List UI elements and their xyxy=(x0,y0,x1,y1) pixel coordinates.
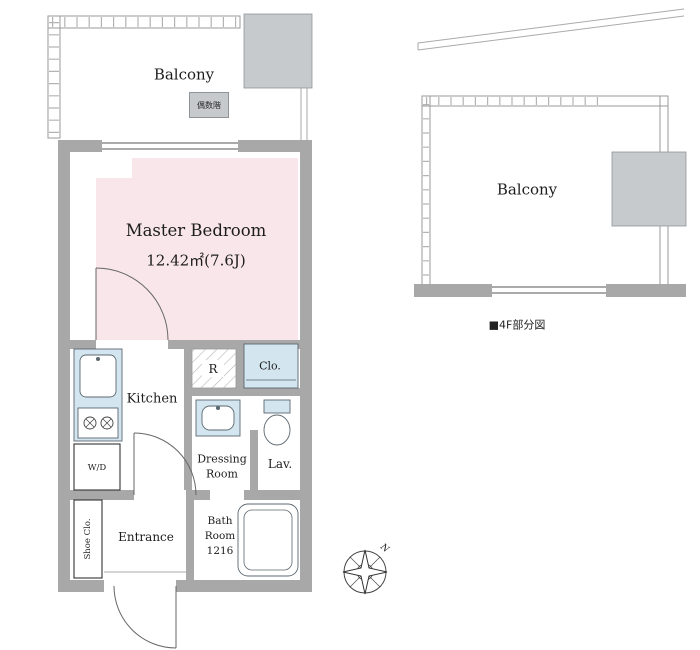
bathroom-label-line3: 1216 xyxy=(206,544,234,557)
right-plan-boundary-lines xyxy=(417,8,685,51)
dressing-room-label-line1: Dressing xyxy=(197,452,247,466)
sink-icon xyxy=(79,354,117,398)
kitchen-label: Kitchen xyxy=(126,391,178,407)
bathroom-label-line1: Bath xyxy=(207,514,233,527)
bedroom-name-label: Master Bedroom xyxy=(125,220,267,240)
refrigerator-label: R xyxy=(208,362,218,376)
balcony-label-main: Balcony xyxy=(153,65,215,84)
shoe-closet-box xyxy=(73,499,103,579)
bathroom-label-line2: Room xyxy=(204,529,236,542)
floor-note-box: 偶数階 xyxy=(189,92,229,118)
shoe-closet-label: Shoe Clo. xyxy=(82,518,93,560)
dressing-room-label-line2: Room xyxy=(206,467,238,481)
balcony-equipment-box xyxy=(243,13,313,89)
bedroom-area-label: 12.42㎡(7.6J) xyxy=(146,251,246,270)
bathtub-icon xyxy=(237,503,299,577)
lavatory-label: Lav. xyxy=(267,457,293,471)
kitchen-counter xyxy=(73,348,123,442)
right-balcony-outline xyxy=(414,95,686,297)
refrigerator-space xyxy=(191,348,237,389)
stove-icon xyxy=(77,407,119,439)
balcony-boundary xyxy=(47,15,308,140)
unit-walls xyxy=(58,140,312,592)
right-balcony-equipment-box xyxy=(611,151,687,227)
closet-label: Clo. xyxy=(259,359,281,373)
compass-rose xyxy=(342,549,388,595)
entrance-label: Entrance xyxy=(118,530,174,544)
balcony-label-partial: Balcony xyxy=(496,180,558,199)
washer-dryer-label: W/D xyxy=(87,462,107,473)
closet-box xyxy=(243,343,299,389)
partial-plan-caption: ■4F部分図 xyxy=(488,318,546,332)
washbasin-icon xyxy=(195,399,241,437)
balcony-window xyxy=(102,142,238,150)
toilet-icon xyxy=(263,399,291,446)
washer-dryer-box xyxy=(73,443,121,491)
door-swings xyxy=(95,267,197,649)
bedroom-floor xyxy=(96,158,298,340)
